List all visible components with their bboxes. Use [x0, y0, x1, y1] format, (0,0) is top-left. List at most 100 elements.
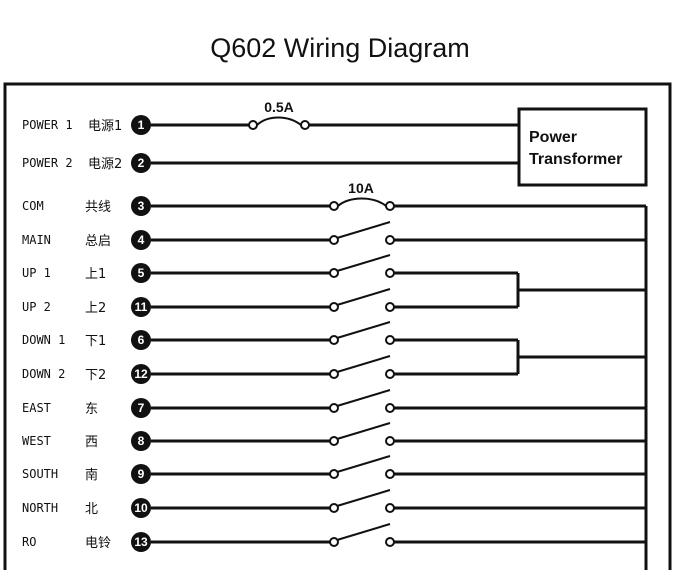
terminal-chinese-label: 东: [85, 402, 98, 417]
fuse-symbol: [256, 116, 302, 126]
terminal-chinese-label: 南: [85, 467, 98, 483]
terminal-code-label: POWER 2: [22, 156, 73, 170]
terminal-number: 12: [134, 367, 148, 381]
terminal-code-label: WEST: [22, 434, 51, 448]
switch-terminal: [385, 436, 395, 446]
terminal-badge: [131, 153, 151, 173]
terminal-badge: [131, 532, 151, 552]
fuse-main-label: 10A: [348, 180, 374, 196]
terminal-chinese-label: 下2: [85, 368, 106, 383]
terminal-chinese-label: 上1: [85, 267, 106, 282]
terminal-row: COM 共线 3: [22, 196, 646, 216]
terminal-code-label: SOUTH: [22, 467, 58, 481]
right-bus: [516, 206, 648, 570]
switch-terminal: [329, 469, 339, 479]
terminal-row: SOUTH 南 9: [22, 455, 646, 484]
power-transformer: Power Transformer: [517, 107, 648, 187]
terminal-chinese-label: 共线: [85, 200, 111, 215]
terminal-badge: [131, 464, 151, 484]
terminal-badge: [131, 297, 151, 317]
terminal-number: 11: [135, 300, 148, 314]
switch-terminal: [385, 268, 395, 278]
terminal-row: NORTH 北 10: [22, 489, 646, 518]
switch-terminal: [329, 436, 339, 446]
switch-terminal: [329, 235, 339, 245]
fuse-terminal: [300, 120, 310, 130]
switch-terminal: [385, 302, 395, 312]
terminal-code-label: COM: [22, 199, 44, 213]
terminal-badge: [131, 330, 151, 350]
switch-contact: [336, 321, 391, 339]
transformer-label-line2: Transformer: [529, 151, 622, 168]
diagram-title: Q602 Wiring Diagram: [210, 33, 470, 63]
terminal-chinese-label: 西: [85, 435, 98, 450]
terminal-row: POWER 1 电源1 1: [22, 115, 519, 135]
terminal-code-label: EAST: [22, 401, 51, 415]
terminal-row: EAST 东 7: [22, 389, 646, 418]
switch-contact: [336, 288, 391, 306]
terminal-chinese-label: 电源2: [88, 157, 122, 172]
switch-contact: [336, 422, 391, 440]
switch-terminal: [329, 335, 339, 345]
switch-contact: [336, 355, 391, 373]
terminal-badge: [131, 115, 151, 135]
terminal-badge: [131, 431, 151, 451]
terminal-code-label: RO: [22, 535, 36, 549]
terminal-number: 9: [138, 467, 145, 481]
fuse-terminal: [329, 201, 339, 211]
outer-frame: [3, 82, 672, 570]
switch-terminal: [385, 469, 395, 479]
switch-terminal: [385, 369, 395, 379]
fuse-terminal: [248, 120, 258, 130]
terminal-row: WEST 西 8: [22, 422, 646, 451]
switch-terminal: [329, 268, 339, 278]
terminal-code-label: DOWN 1: [22, 333, 65, 347]
terminal-code-label: POWER 1: [22, 118, 73, 132]
terminal-number: 1: [138, 118, 145, 132]
switch-terminal: [329, 403, 339, 413]
fuse-power-label: 0.5A: [264, 99, 294, 115]
terminal-chinese-label: 北: [85, 502, 98, 517]
switch-terminal: [329, 503, 339, 513]
terminal-badge: [131, 230, 151, 250]
fuse-symbol: [337, 197, 387, 207]
switch-contact: [336, 523, 391, 541]
switch-terminal: [329, 302, 339, 312]
terminal-chinese-label: 总启: [85, 234, 111, 249]
switch-contact: [336, 389, 391, 407]
terminal-badge: [131, 263, 151, 283]
terminal-chinese-label: 电源1: [88, 119, 122, 134]
terminal-chinese-label: 上2: [85, 301, 106, 316]
terminal-row: RO 电铃 13: [22, 523, 646, 552]
switch-terminal: [385, 537, 395, 547]
terminal-chinese-label: 电铃: [85, 536, 111, 551]
terminal-number: 7: [138, 401, 145, 415]
terminal-code-label: NORTH: [22, 501, 58, 515]
switch-terminal: [329, 537, 339, 547]
terminal-number: 2: [138, 156, 145, 170]
terminal-code-label: UP 1: [22, 266, 51, 280]
terminal-number: 3: [138, 199, 145, 213]
switch-terminal: [329, 369, 339, 379]
terminal-number: 5: [138, 266, 145, 280]
terminal-badge: [131, 398, 151, 418]
terminal-badge: [131, 364, 151, 384]
terminal-number: 4: [138, 233, 145, 247]
terminal-number: 13: [134, 535, 148, 549]
switch-contact: [336, 221, 391, 239]
switch-contact: [336, 455, 391, 473]
switch-terminal: [385, 235, 395, 245]
terminal-row: POWER 2 电源2 2: [22, 153, 519, 173]
terminal-row: UP 1 上1 5: [22, 254, 518, 283]
terminal-number: 6: [138, 333, 145, 347]
terminal-number: 10: [134, 501, 148, 515]
terminal-badge: [131, 498, 151, 518]
terminal-number: 8: [138, 434, 145, 448]
terminal-code-label: MAIN: [22, 233, 51, 247]
fuse-terminal: [385, 201, 395, 211]
